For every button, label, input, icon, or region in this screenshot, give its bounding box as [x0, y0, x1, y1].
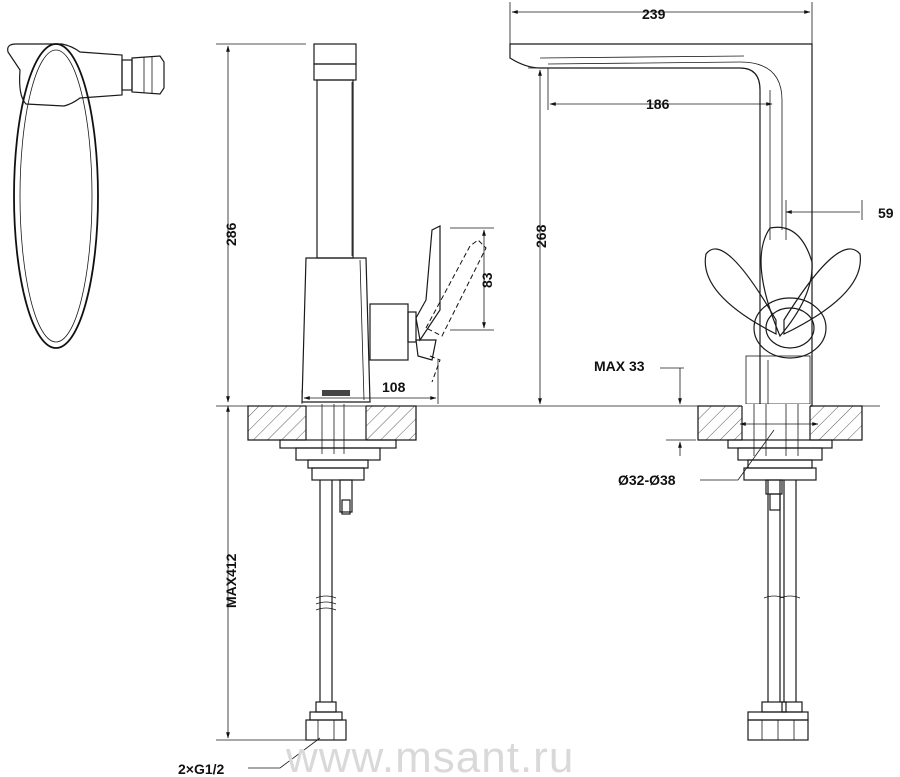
dim-max-thickness: MAX 33 [594, 358, 645, 374]
dim-handle-offset: 59 [878, 205, 894, 221]
watermark: www.msant.ru [285, 733, 574, 777]
handle-top-outline [13, 43, 99, 349]
dim-base-depth: 108 [382, 379, 406, 395]
dim-hole-diameter: Ø32-Ø38 [618, 472, 676, 488]
dim-spout-height: 268 [533, 224, 549, 248]
side-view [216, 43, 494, 769]
dim-reach-total: 239 [642, 6, 666, 22]
front-view [509, 2, 863, 741]
dim-reach-spout: 186 [646, 96, 670, 112]
dim-hose-length: MAX412 [223, 553, 239, 608]
top-view [7, 43, 165, 349]
dim-total-height: 286 [223, 222, 239, 246]
dim-handle-travel: 83 [479, 272, 495, 288]
dim-connection: 2×G1/2 [178, 761, 225, 777]
